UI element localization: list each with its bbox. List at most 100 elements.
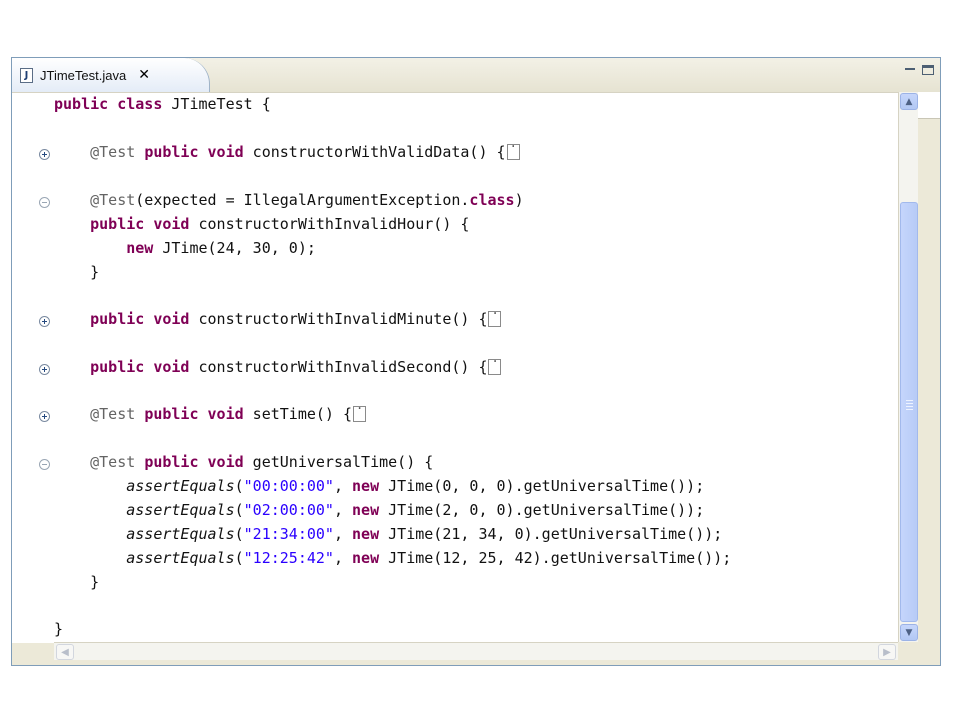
code-token: constructorWithInvalidHour() { (189, 215, 470, 233)
folded-code-icon[interactable] (353, 398, 367, 422)
code-token: "00:00:00" (243, 477, 334, 495)
code-line: assertEquals("21:34:00", new JTime(21, 3… (54, 525, 722, 549)
code-token: @Test (54, 453, 136, 471)
folded-code-icon[interactable] (488, 303, 502, 327)
code-token: , (333, 477, 353, 495)
code-token: (expected = IllegalArgumentException. (135, 191, 470, 209)
code-token: public void (90, 358, 190, 376)
code-token: getUniversalTime() { (243, 453, 434, 471)
fold-expand-icon[interactable] (39, 411, 50, 422)
editor-tab-bar: J JTimeTest.java ✕ (12, 58, 940, 93)
code-token: constructorWithInvalidMinute() { (189, 310, 488, 328)
code-token: @Test (54, 191, 136, 209)
code-token (54, 215, 90, 233)
code-token (54, 239, 126, 257)
code-token: JTime(0, 0, 0).getUniversalTime()); (379, 477, 705, 495)
code-token: JTime(21, 34, 0).getUniversalTime()); (379, 525, 723, 543)
code-token: JTimeTest { (162, 95, 271, 113)
code-line: @Test public void setTime() { (54, 398, 367, 429)
code-token: assertEquals (126, 501, 235, 519)
chevron-right-icon: ▶ (883, 646, 891, 658)
code-token (135, 405, 144, 423)
code-editor[interactable]: public class JTimeTest { @Test public vo… (12, 92, 898, 643)
code-token: @Test (54, 405, 136, 423)
chevron-down-icon: ▼ (905, 627, 913, 638)
scroll-left-button[interactable]: ◀ (56, 644, 74, 660)
code-token (54, 525, 126, 543)
code-line: @Test public void getUniversalTime() { (54, 453, 433, 477)
code-token: } (54, 573, 100, 591)
code-token: class (469, 191, 515, 209)
scroll-right-button[interactable]: ▶ (878, 644, 896, 660)
code-token: } (54, 620, 64, 638)
view-controls (904, 65, 934, 75)
code-token: ( (234, 525, 244, 543)
code-token: JTime(12, 25, 42).getUniversalTime()); (379, 549, 732, 567)
fold-collapse-icon[interactable] (39, 459, 50, 470)
code-token (135, 143, 144, 161)
code-token: new (126, 239, 154, 257)
code-token (54, 477, 126, 495)
vertical-scrollbar[interactable]: ▲ ▼ (898, 92, 918, 642)
close-icon[interactable]: ✕ (138, 67, 150, 83)
code-token: } (54, 263, 100, 281)
code-token: "21:34:00" (243, 525, 334, 543)
code-line: } (54, 263, 99, 287)
code-token: public void (144, 405, 244, 423)
minimize-icon[interactable] (904, 65, 916, 75)
scroll-up-button[interactable]: ▲ (900, 93, 918, 110)
code-line: assertEquals("02:00:00", new JTime(2, 0,… (54, 501, 704, 525)
code-token (135, 453, 144, 471)
code-token (54, 358, 90, 376)
code-token: JTime(2, 0, 0).getUniversalTime()); (379, 501, 705, 519)
fold-collapse-icon[interactable] (39, 197, 50, 208)
code-line: public void constructorWithInvalidSecond… (54, 351, 502, 382)
code-token: public void (90, 310, 190, 328)
code-token: ) (514, 191, 524, 209)
fold-expand-icon[interactable] (39, 364, 50, 375)
code-line: new JTime(24, 30, 0); (54, 239, 316, 263)
horizontal-scrollbar[interactable]: ◀ ▶ (54, 642, 898, 660)
maximize-icon[interactable] (922, 65, 934, 75)
code-token (54, 501, 126, 519)
fold-expand-icon[interactable] (39, 149, 50, 160)
tab-title: JTimeTest.java (40, 67, 127, 83)
code-line: } (54, 620, 63, 643)
grip-icon (906, 400, 913, 412)
code-token: public class (54, 95, 163, 113)
code-token: ( (234, 477, 244, 495)
scroll-down-button[interactable]: ▼ (900, 624, 918, 641)
scroll-thumb[interactable] (900, 202, 918, 622)
java-file-icon: J (20, 67, 33, 83)
code-line: assertEquals("12:25:42", new JTime(12, 2… (54, 549, 731, 573)
code-token (54, 549, 126, 567)
code-token: new (352, 477, 380, 495)
code-token: assertEquals (126, 525, 235, 543)
editor-window: J JTimeTest.java ✕ public class JTimeTes… (11, 57, 941, 666)
chevron-left-icon: ◀ (61, 646, 69, 658)
code-line: } (54, 573, 99, 597)
code-token: new (352, 501, 380, 519)
code-line: public class JTimeTest { (54, 95, 271, 119)
code-token: ( (234, 549, 244, 567)
code-token (54, 310, 90, 328)
code-token: JTime(24, 30, 0); (153, 239, 316, 257)
code-token: setTime() { (243, 405, 353, 423)
code-line: assertEquals("00:00:00", new JTime(0, 0,… (54, 477, 704, 501)
fold-expand-icon[interactable] (39, 316, 50, 327)
code-token: , (333, 549, 353, 567)
code-token: new (352, 525, 380, 543)
code-token: public void (144, 453, 244, 471)
code-token: "02:00:00" (243, 501, 334, 519)
code-token: public void (90, 215, 190, 233)
folded-code-icon[interactable] (506, 136, 520, 160)
code-token: ( (234, 501, 244, 519)
code-token: assertEquals (126, 549, 235, 567)
code-token: assertEquals (126, 477, 235, 495)
folded-code-icon[interactable] (488, 351, 502, 375)
code-token: public void (144, 143, 244, 161)
code-token: , (333, 525, 353, 543)
overview-ruler-top (918, 92, 940, 119)
chevron-up-icon: ▲ (905, 96, 913, 107)
tab-jtimetest-java[interactable]: J JTimeTest.java ✕ (12, 58, 210, 92)
